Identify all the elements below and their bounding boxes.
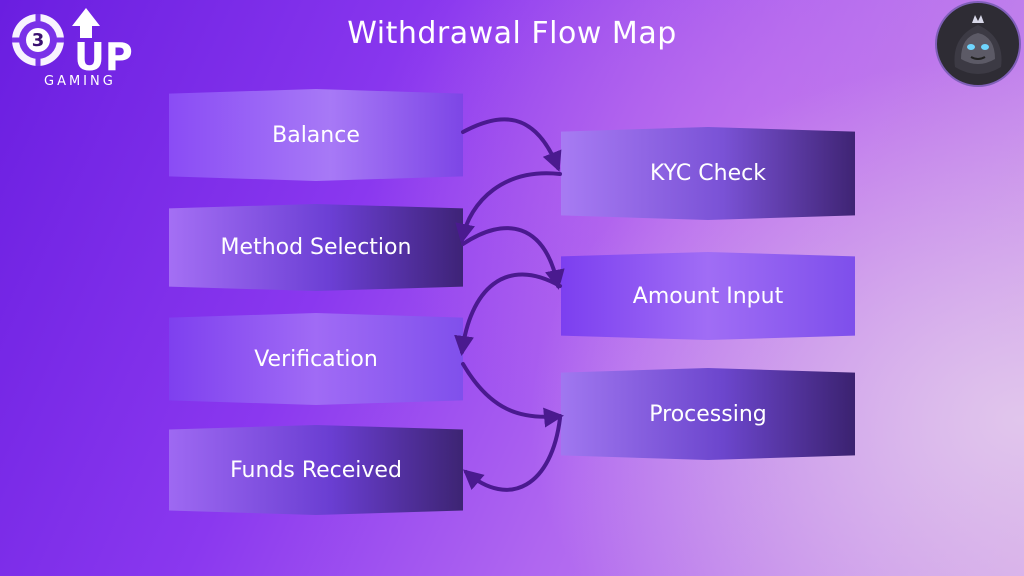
node-kyc-check: KYC Check [561,127,855,220]
3up-logo-icon: 3 UP [12,8,133,76]
node-amount-input: Amount Input [561,252,855,340]
node-amount-input-label: Amount Input [632,283,784,309]
node-verification-label: Verification [254,346,378,372]
node-funds-received: Funds Received [169,425,463,515]
arrow-processing-to-funds [462,416,562,492]
logo-digit: 3 [32,30,45,51]
page-title: Withdrawal Flow Map [347,16,677,51]
arrow-verification-to-processing [461,362,564,428]
node-funds-received-label: Funds Received [230,457,402,483]
arrow-amount-to-verification [454,272,562,356]
arrow-method-to-amount [461,226,565,290]
node-processing-label: Processing [649,401,767,427]
logo-up-text: UP [74,35,133,76]
arrow-kyc-to-method [455,171,562,244]
node-kyc-check-label: KYC Check [650,161,766,186]
brand-logo: 3 UP GAMING [10,4,170,89]
node-verification: Verification [169,313,463,405]
logo-subtitle: GAMING [44,74,116,89]
node-balance-label: Balance [272,122,360,148]
gorilla-mascot-icon [935,1,1021,87]
node-balance: Balance [169,89,463,181]
node-method-selection-label: Method Selection [220,235,412,260]
node-processing: Processing [561,368,855,460]
arrow-balance-to-kyc [461,117,562,172]
node-method-selection: Method Selection [169,204,463,291]
